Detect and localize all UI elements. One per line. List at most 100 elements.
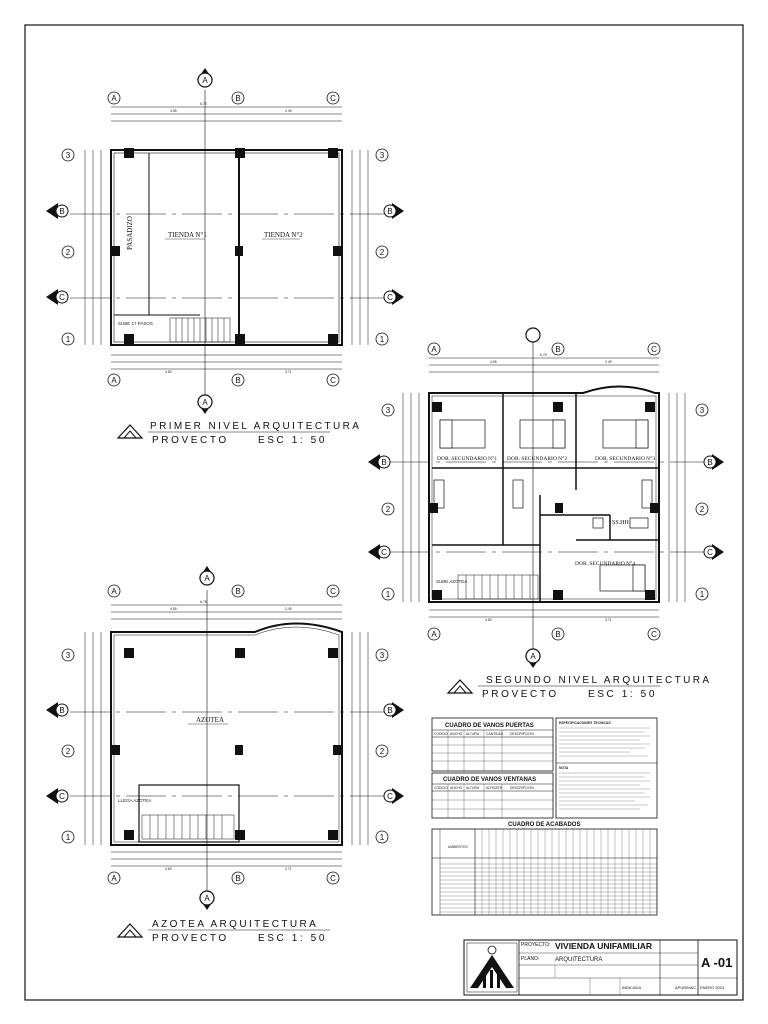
- axis-1-left-azotea: 1: [66, 833, 71, 842]
- axis-1-right-segundo: 1: [700, 590, 705, 599]
- axis-3-right-primer: 3: [380, 151, 385, 160]
- axis-a-top-primer: A: [111, 94, 117, 103]
- axis-c-top-azotea: C: [330, 587, 336, 596]
- axis-c-bot-segundo: C: [651, 630, 657, 639]
- tb-date: ENERO 2024: [700, 985, 725, 990]
- ventanas-col-codigo: CODIGO: [434, 786, 448, 790]
- puertas-col-cantidad: CANTIDAD: [486, 732, 504, 736]
- stair-segundo: [457, 574, 539, 600]
- axis-bubbles-azotea: [61, 584, 389, 885]
- stair-azotea: [141, 814, 235, 840]
- section-c-right-azotea: C: [387, 792, 393, 801]
- axis-a-top-azotea: A: [111, 587, 117, 596]
- axis-1-right-azotea: 1: [380, 833, 385, 842]
- ventanas-col-altura: ALTURA: [466, 786, 480, 790]
- subtitle-segundo: PROVECTO: [482, 689, 559, 700]
- section-a-bot-segundo: A: [530, 652, 536, 661]
- room-dor-2: DOR. SECUNDARIO N°2: [507, 455, 567, 462]
- table-acabados-title: CUADRO DE ACABADOS: [508, 822, 580, 828]
- acabados-side-label: AMBIENTES: [448, 845, 468, 849]
- title-azotea-text: AZOTEA ARQUITECTURA: [152, 919, 318, 930]
- dim-span1-segundo: 4.55: [490, 360, 497, 364]
- table-puertas: CUADRO DE VANOS PUERTAS CODIGO ANCHO ALT…: [431, 717, 554, 772]
- dim-span2-primer: 2.49: [285, 109, 292, 113]
- label-pasadizo: PASADIZO: [126, 216, 134, 250]
- scale-azotea: ESC 1: 50: [258, 933, 327, 944]
- puertas-col-codigo: CODIGO: [434, 732, 448, 736]
- room-sshh: SS.HH.: [612, 520, 631, 526]
- room-dor-1: DOR. SECUNDARIO N°1: [437, 455, 497, 462]
- axis-c-bot-primer: C: [330, 376, 336, 385]
- dim-total-segundo: 6.75: [540, 353, 547, 357]
- axis-2-right-segundo: 2: [700, 505, 705, 514]
- axis-1-left-primer: 1: [66, 335, 71, 344]
- ventanas-col-descripcion: DESCRIPCION: [510, 786, 534, 790]
- section-a-bot-primer: A: [202, 398, 208, 407]
- section-markers-azotea: [46, 566, 404, 910]
- axis-3-right-azotea: 3: [380, 651, 385, 660]
- dim-bot2-primer: 3.71: [285, 370, 292, 374]
- section-a-bot-azotea: A: [204, 894, 210, 903]
- dim-bot1-azotea: 4.83: [165, 867, 172, 871]
- section-markers-segundo: [368, 327, 724, 668]
- ventanas-col-ancho: ANCHO: [450, 786, 463, 790]
- notes-title-2: NOTA: [559, 766, 569, 770]
- puertas-col-altura: ALTURA: [466, 732, 480, 736]
- subtitle-primer: PROVECTO: [152, 435, 229, 446]
- axis-1-right-primer: 1: [380, 335, 385, 344]
- dim-bot1-segundo: 4.83: [485, 618, 492, 622]
- notes-panel: ESPECIFICACIONES TECNICAS NOTA: [555, 717, 658, 819]
- axis-2-right-primer: 2: [380, 248, 385, 257]
- room-tienda-2: TIENDA N°2: [264, 231, 303, 239]
- dim-bot2-segundo: 3.71: [605, 618, 612, 622]
- notes-title-1: ESPECIFICACIONES TECNICAS: [559, 721, 611, 725]
- axis-b-bot-segundo: B: [555, 630, 560, 639]
- axis-1-left-segundo: 1: [386, 590, 391, 599]
- axis-b-bot-primer: B: [235, 376, 240, 385]
- subtitle-azotea: PROVECTO: [152, 933, 229, 944]
- table-ventanas: CUADRO DE VANOS VENTANAS CODIGO ANCHO AL…: [431, 772, 554, 819]
- segundo-nivel-plan: 6.75 4.55 2.49 4.83 3.71 DOR. SECUNDARIO…: [368, 327, 724, 668]
- axis-3-right-segundo: 3: [700, 406, 705, 415]
- axis-b-top-segundo: B: [555, 345, 560, 354]
- tb-project-label: PROYECTO:: [521, 942, 550, 948]
- title-segundo: SEGUNDO NIVEL ARQUITECTURA PROVECTO ESC …: [446, 675, 711, 700]
- furniture-segundo: [433, 419, 653, 592]
- axis-2-right-azotea: 2: [380, 747, 385, 756]
- table-puertas-title: CUADRO DE VANOS PUERTAS: [445, 723, 534, 729]
- dim-span2-azotea: 2.49: [285, 607, 292, 611]
- title-segundo-text: SEGUNDO NIVEL ARQUITECTURA: [486, 675, 711, 686]
- dim-total-azotea: 6.75: [200, 600, 207, 604]
- section-b-right-segundo: B: [707, 458, 712, 467]
- dim-total-primer: 6.75: [200, 102, 207, 106]
- section-c-left-primer: C: [59, 293, 65, 302]
- dim-span1-primer: 4.55: [170, 109, 177, 113]
- title-block: PROYECTO: VIVIENDA UNIFAMILIAR PLANO: AR…: [463, 939, 738, 996]
- sheet-border: [24, 24, 744, 1001]
- dim-span2-segundo: 2.49: [605, 360, 612, 364]
- axis-a-top-segundo: A: [431, 345, 437, 354]
- label-llega-azotea: LLEGA AZOTEA: [118, 798, 151, 803]
- tb-sheet-code: A -01: [701, 955, 732, 970]
- dim-span1-azotea: 4.55: [170, 607, 177, 611]
- axis-a-bot-azotea: A: [111, 874, 117, 883]
- puertas-col-ancho: ANCHO: [450, 732, 463, 736]
- columns-primer: [112, 148, 341, 344]
- axis-b-top-azotea: B: [235, 587, 240, 596]
- university-logo: [466, 942, 518, 993]
- section-markers-primer: [46, 68, 404, 414]
- section-b-left-azotea: B: [59, 706, 64, 715]
- section-c-left-segundo: C: [381, 548, 387, 557]
- puertas-col-descripcion: DESCRIPCION: [510, 732, 534, 736]
- tb-plan-label: PLANO:: [521, 956, 539, 962]
- section-a-top-primer: A: [202, 76, 208, 85]
- dim-bot1-primer: 4.83: [165, 370, 172, 374]
- section-b-right-azotea: B: [387, 706, 392, 715]
- section-b-left-segundo: B: [381, 458, 386, 467]
- axis-3-left-primer: 3: [66, 151, 71, 160]
- dim-bot2-azotea: 3.71: [285, 867, 292, 871]
- axis-2-left-primer: 2: [66, 248, 71, 257]
- axis-3-left-segundo: 3: [386, 406, 391, 415]
- stair-primer: [169, 317, 231, 343]
